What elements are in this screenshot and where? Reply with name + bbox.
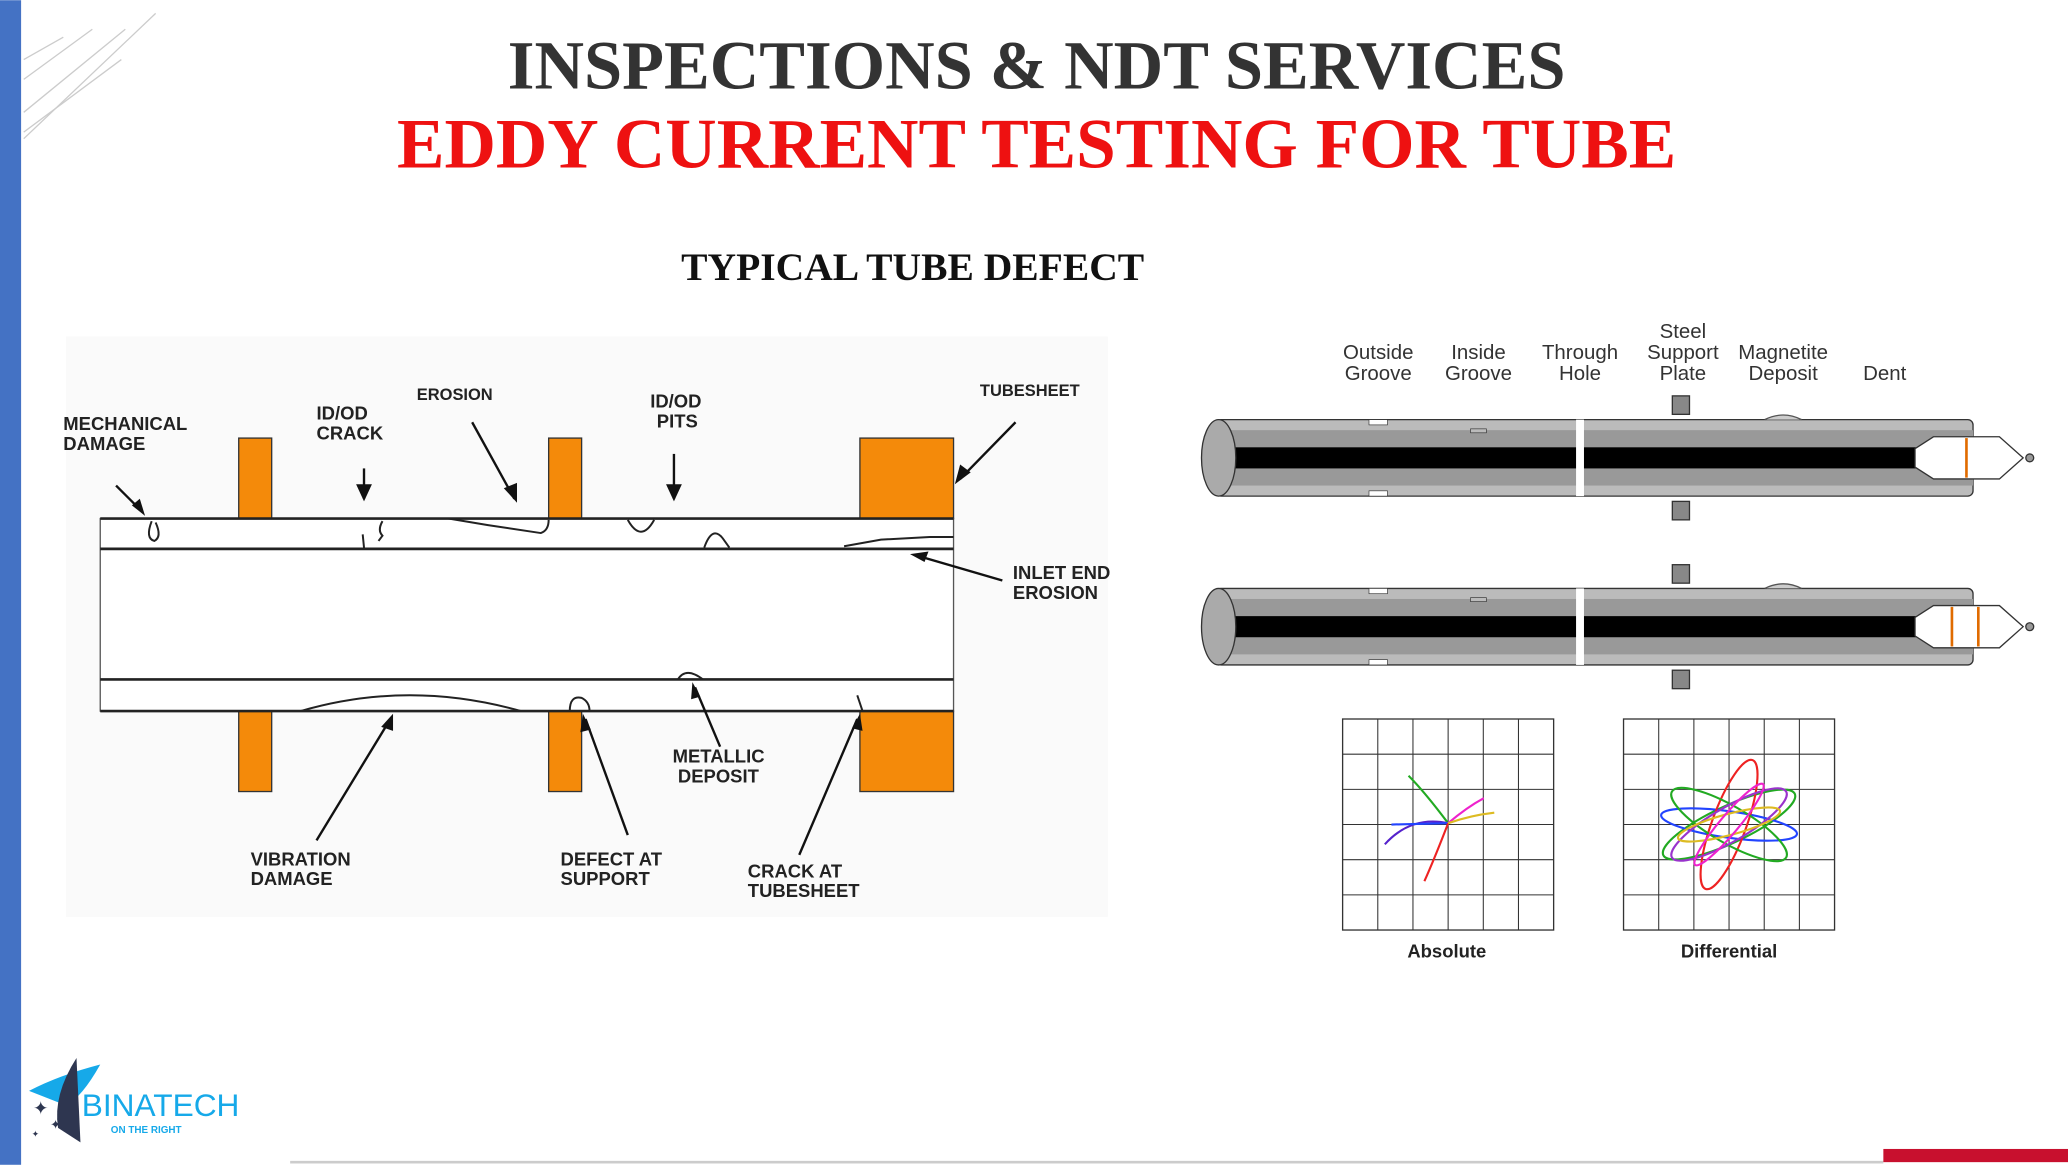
label-erosion: EROSION [417,386,493,404]
defect-marks [147,517,954,713]
absolute-plot: Absolute [1341,718,1555,962]
binatech-logo: ✦ ✦ ✦ BINATECH ON THE RIGHT [29,1057,240,1143]
tube-supports [238,437,955,793]
label-idod-crack: ID/OD [317,403,368,424]
left-accent-bar [0,0,22,1165]
page-title: INSPECTIONS & NDT SERVICES [508,28,1566,104]
label-idod-pits: ID/OD [650,391,701,412]
label-tubesheet: TUBESHEET [980,382,1080,400]
probe-tube [1200,395,2035,521]
label-vibration-damage: VIBRATION [251,848,351,869]
svg-text:ON THE RIGHT: ON THE RIGHT [111,1125,182,1136]
differential-plot: Differential [1622,718,1836,962]
probe-tube [1200,564,2035,690]
svg-text:✦: ✦ [33,1099,48,1119]
svg-text:BINATECH: BINATECH [82,1087,240,1123]
arrow-heads [131,464,971,733]
decorative-lines [23,12,157,140]
tube-walls [100,517,954,713]
plot-label-absolute: Absolute [1407,941,1486,962]
svg-text:✦: ✦ [32,1129,40,1139]
section-title: TYPICAL TUBE DEFECT [681,245,1144,289]
label-defect-at-support: DEFECT AT [561,848,663,869]
label-mechanical-damage: MECHANICAL [63,413,187,434]
label-metallic-deposit: METALLIC [673,746,765,767]
footer-red-bar [1883,1148,2068,1163]
page-subtitle: EDDY CURRENT TESTING FOR TUBE [397,106,1676,184]
label-crack-at-tubesheet: CRACK AT [748,860,843,881]
plot-label-differential: Differential [1681,941,1777,962]
svg-text:Dent: Dent [1863,362,1906,385]
svg-text:✦: ✦ [50,1117,61,1132]
label-inlet-end-erosion: INLET END [1013,562,1110,583]
